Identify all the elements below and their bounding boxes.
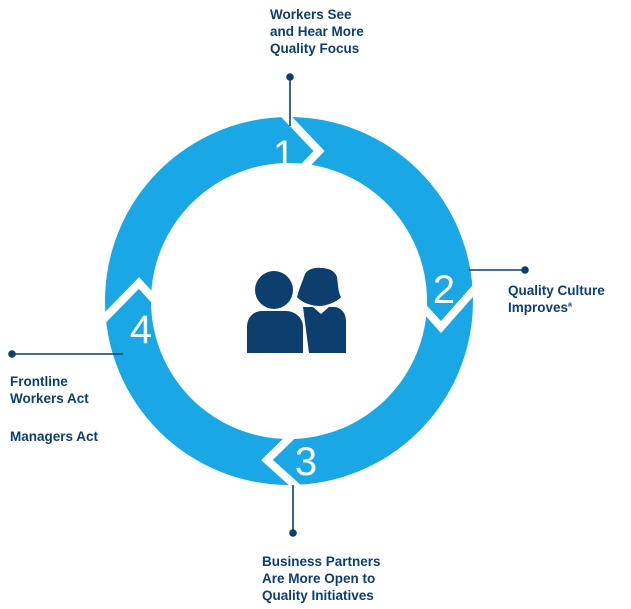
step-3-label: Business Partners Are More Open to Quali… <box>262 554 381 603</box>
footnote-marker: a <box>568 301 572 309</box>
step-2-label-text: Quality Culture Improves <box>508 283 605 315</box>
arrow-separator-4 <box>93 277 182 330</box>
step-number-1: 1 <box>273 133 295 177</box>
step-1-label: Workers See and Hear More Quality Focus <box>270 7 364 56</box>
leader-line-4 <box>8 350 123 358</box>
step-4-label: Frontline Workers Act <box>10 374 89 406</box>
leader-line-1 <box>286 73 294 126</box>
step-number-3: 3 <box>295 440 317 484</box>
leader-line-2 <box>469 266 529 274</box>
arrow-separator-3 <box>261 418 310 499</box>
step-number-4: 4 <box>130 308 152 352</box>
leader-line-3 <box>289 485 297 537</box>
arrow-separator-2 <box>399 281 482 333</box>
step-number-2: 2 <box>433 268 455 312</box>
arrow-separator-1 <box>276 106 325 194</box>
step-4-label-extra: Managers Act <box>10 429 99 444</box>
people-icon <box>247 267 346 353</box>
step-2-label: Quality Culture Improvesa <box>508 282 605 316</box>
